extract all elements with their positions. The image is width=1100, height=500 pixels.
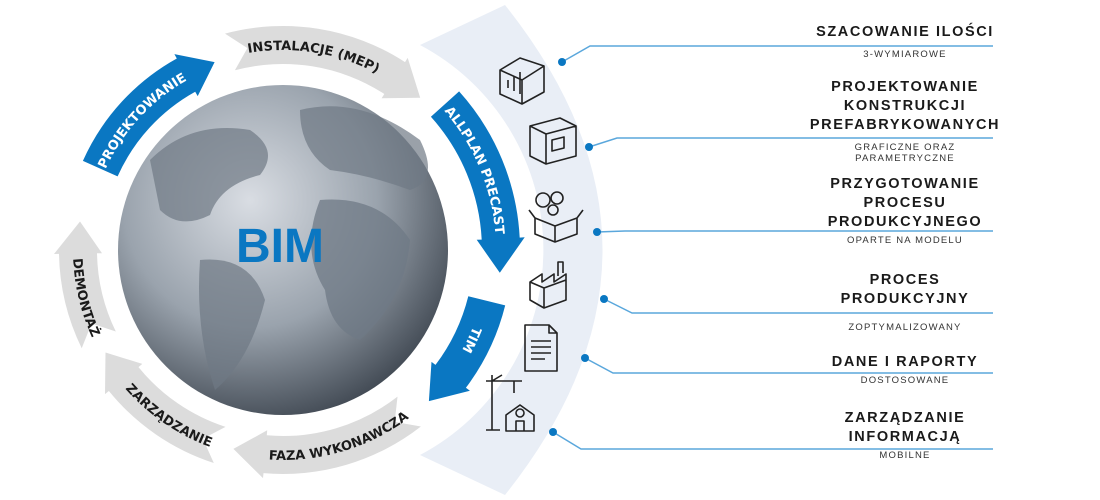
connector-dot [585,143,593,151]
process-icons [486,57,584,432]
item-subtitle: 3-WYMIAROWE [863,49,947,60]
item-subtitle: ZOPTYMALIZOWANY [848,322,962,333]
item-data-reports: DANE I RAPORTY DOSTOSOWANE [795,353,1015,387]
connector-dot [593,228,601,236]
connector-line [561,45,993,63]
item-title: PROCES [869,272,941,288]
globe: BIM [118,85,448,415]
item-subtitle: GRAFICZNE ORAZ [854,142,956,153]
item-title: PREFABRYKOWANYCH [809,117,1001,133]
factory-icon [529,261,567,309]
connector-lines [549,45,993,450]
precast-wall-icon [529,117,577,165]
item-title: PROCESU [863,195,947,211]
3d-box-chart-icon [499,57,545,105]
item-title: ZARZĄDZANIE [844,410,966,426]
ring-arrow-3 [428,296,506,402]
bim-label: BIM [236,220,324,273]
item-title: KONSTRUKCJI [843,98,967,114]
connector-dot [581,354,589,362]
connector-line [588,137,993,148]
item-subtitle: DOSTOSOWANE [860,375,950,386]
item-title: SZACOWANIE ILOŚCI [816,24,994,40]
item-precast-design: PROJEKTOWANIE KONSTRUKCJI PREFABRYKOWANY… [795,78,1015,164]
gears-box-icon [528,191,584,243]
ring-arrow-4 [233,396,421,479]
connector-line [584,357,993,374]
ring-arrow-2 [430,91,525,273]
item-information-management: ZARZĄDZANIE INFORMACJĄ MOBILNE [795,409,1015,462]
item-title: PRZYGOTOWANIE [830,176,980,192]
item-subtitle: MOBILNE [879,450,931,461]
item-quantity-estimation: SZACOWANIE ILOŚCI 3-WYMIAROWE [795,23,1015,61]
item-subtitle: PARAMETRYCZNE [855,152,955,164]
ring-arrow-1 [225,25,421,99]
item-subtitle: OPARTE NA MODELU [847,235,963,246]
ring-arrow-5 [105,352,226,463]
crane-house-icon [486,374,535,432]
item-title: INFORMACJĄ [848,429,962,445]
connector-line [552,431,993,450]
connector-dot [600,295,608,303]
item-title: PRODUKCYJNEGO [827,214,983,230]
item-production-process: PROCES PRODUKCYJNY ZOPTYMALIZOWANY [795,271,1015,334]
connector-line [603,298,993,314]
item-title: PROJEKTOWANIE [831,79,979,95]
item-title: PRODUKCYJNY [840,291,970,307]
ring-arrow-0 [82,54,215,177]
item-production-prep: PRZYGOTOWANIE PROCESU PRODUKCYJNEGO OPAR… [795,175,1015,247]
ring-arrow-6 [54,221,116,349]
connector-line [596,230,993,233]
connector-dot [558,58,566,66]
document-icon [524,324,558,372]
connector-dot [549,428,557,436]
item-title: DANE I RAPORTY [831,354,979,370]
fan-background [420,5,603,495]
